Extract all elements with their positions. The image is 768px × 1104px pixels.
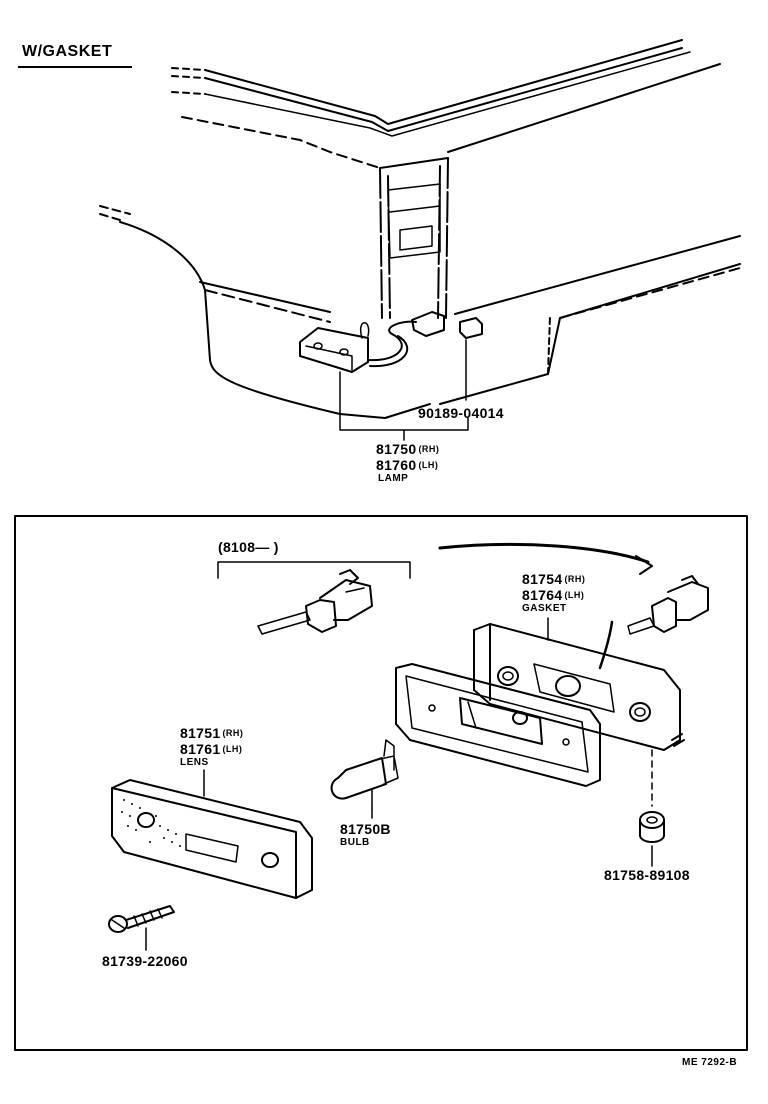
bulb-part-number: 81750B	[340, 821, 391, 837]
lens-rh-number: 81751	[180, 725, 221, 741]
lens-lh-number: 81761	[180, 741, 221, 757]
socket-reference: (8108— )	[218, 539, 279, 555]
gasket	[473, 620, 685, 751]
gasket-name: GASKET	[522, 603, 567, 614]
gasket-lh-number: 81764	[522, 587, 563, 603]
gasket-rh-side: (RH)	[564, 574, 586, 584]
screw	[108, 905, 175, 933]
leader-lines-lower	[145, 617, 653, 951]
lamp-rh-number: 81750	[376, 441, 417, 457]
gasket-rh-number: 81754	[522, 571, 563, 587]
lamp-lh-part-number: 81760(LH)	[376, 458, 438, 472]
lens-lh-side: (LH)	[222, 744, 243, 754]
drawing-code: ME 7292-B	[682, 1057, 738, 1068]
gasket-lh-side: (LH)	[564, 590, 585, 600]
grommet	[639, 811, 665, 843]
lamp-lh-side: (LH)	[418, 460, 439, 470]
lamp-rh-part-number: 81750(RH)	[376, 442, 439, 456]
screw-part-number: 81739-22060	[102, 953, 188, 969]
gasket-rh-part-number: 81754(RH)	[522, 572, 585, 586]
side-marker-lamp-installed	[299, 311, 483, 373]
lamp-lh-number: 81760	[376, 457, 417, 473]
direction-arrow	[438, 543, 653, 575]
title-underline	[18, 66, 132, 68]
lens	[111, 779, 313, 899]
lens-lh-part-number: 81761(LH)	[180, 742, 242, 756]
lens-rh-part-number: 81751(RH)	[180, 726, 243, 740]
socket-with-wire	[257, 569, 373, 635]
lamp-housing	[395, 663, 601, 787]
detail-frame	[14, 515, 748, 1051]
connector-part-number: 90189-04014	[418, 405, 504, 421]
lamp-rh-side: (RH)	[418, 444, 440, 454]
vehicle-body-outline	[99, 39, 741, 419]
lamp-name: LAMP	[378, 473, 409, 484]
lens-rh-side: (RH)	[222, 728, 244, 738]
bulb-name: BULB	[340, 837, 370, 848]
socket-right	[627, 575, 709, 635]
bulb	[330, 739, 399, 809]
lens-name: LENS	[180, 757, 209, 768]
gasket-lh-part-number: 81764(LH)	[522, 588, 584, 602]
socket-bracket	[217, 561, 411, 579]
page-title: W/GASKET	[22, 43, 113, 60]
grommet-part-number: 81758-89108	[604, 867, 690, 883]
leader-lines-upper	[339, 339, 469, 441]
